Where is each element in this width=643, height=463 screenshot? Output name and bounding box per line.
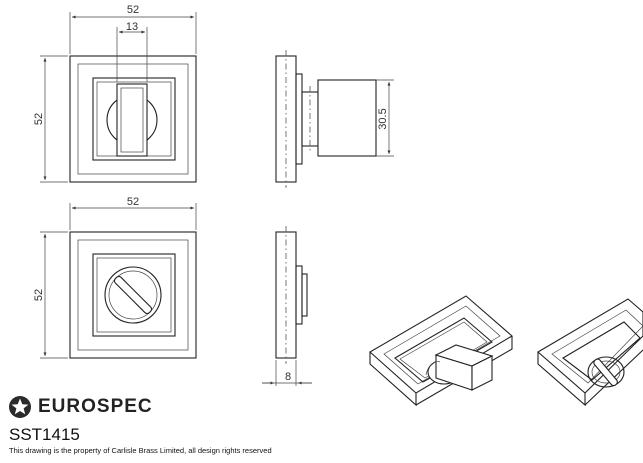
- dim-inner-13: 13: [126, 21, 138, 33]
- eurospec-star-icon: [9, 396, 31, 418]
- turn-front-dimensions: 52 13 52: [33, 4, 197, 183]
- release-front-dimensions: 52 52: [33, 196, 197, 359]
- product-code: SST1415: [9, 425, 80, 444]
- release-isometric-view: [537, 298, 643, 407]
- dim-depth-8: 8: [285, 371, 291, 383]
- turn-front-view: [69, 55, 197, 183]
- dim-height-52-bottom: 52: [33, 289, 45, 301]
- release-front-view: [69, 231, 197, 359]
- dim-height-30-5: 30.5: [377, 108, 389, 129]
- brand-name: EUROSPEC: [38, 396, 153, 417]
- dim-height-52: 52: [33, 113, 45, 125]
- dim-width-52-bottom: 52: [127, 196, 139, 208]
- copyright-notice: This drawing is the property of Carlisle…: [9, 446, 272, 455]
- dim-width-52: 52: [127, 4, 139, 16]
- release-side-view: 8: [262, 226, 312, 386]
- turn-side-view: 30.5: [275, 50, 394, 188]
- turn-isometric-view: [369, 295, 513, 407]
